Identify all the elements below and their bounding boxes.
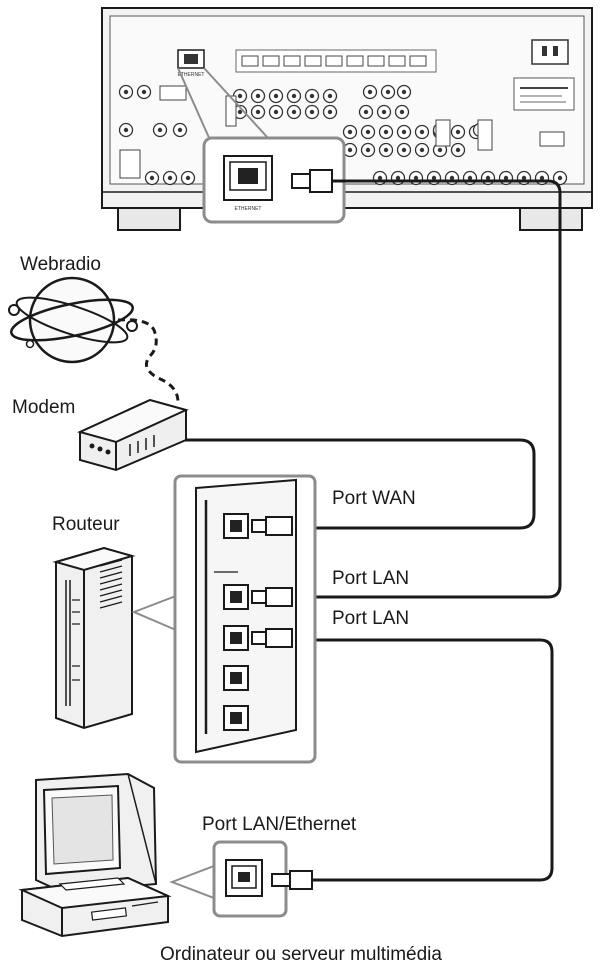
- rca-jack-icon: [144, 170, 160, 186]
- receiver-connector: [159, 85, 187, 101]
- rca-jack-icon: [394, 104, 410, 120]
- rca-jack-icon: [152, 122, 168, 138]
- rca-jack-icon: [180, 170, 196, 186]
- modem-label: Modem: [12, 397, 75, 418]
- rca-jack-icon: [172, 122, 188, 138]
- ethernet-plug-icon: [251, 516, 293, 536]
- warning-label: [513, 77, 575, 111]
- router: [52, 546, 136, 730]
- rca-jack-icon: [462, 170, 478, 186]
- ethernet-plug-icon: [271, 870, 313, 890]
- rca-jack-icon: [286, 88, 302, 104]
- rca-jack-icon: [268, 104, 284, 120]
- globe-icon: [8, 276, 138, 364]
- rca-jack-icon: [534, 170, 550, 186]
- rca-jack-icon: [396, 84, 412, 100]
- rca-jack-icon: [232, 104, 248, 120]
- receiver-foot-left: [117, 207, 181, 231]
- cable-internet-modem: [117, 318, 180, 403]
- rca-jack-icon: [396, 124, 412, 140]
- rca-jack-icon: [360, 142, 376, 158]
- receiver-ethernet-small-label: ETHERNET: [178, 72, 205, 78]
- port-lan-label-1: Port LAN: [332, 568, 409, 589]
- rca-jack-icon: [444, 170, 460, 186]
- rca-jack-icon: [162, 170, 178, 186]
- rca-jack-icon: [232, 88, 248, 104]
- computer: [18, 772, 172, 938]
- computer-callout-pointer: [169, 864, 215, 900]
- rca-jack-icon: [372, 170, 388, 186]
- network-cables: [117, 179, 562, 882]
- router-ports-zoom: [173, 474, 317, 764]
- rca-jack-icon: [378, 124, 394, 140]
- webradio-label: Webradio: [20, 254, 101, 275]
- port-wan-label: Port WAN: [332, 488, 416, 509]
- power-inlet-icon: [531, 39, 569, 65]
- rca-jack-icon: [342, 142, 358, 158]
- av-receiver: ETHERNET ETHERNET: [101, 7, 593, 231]
- rca-jack-icon: [552, 170, 568, 186]
- receiver-connector: [477, 119, 493, 151]
- receiver-ethernet-zoom-label: ETHERNET: [235, 206, 262, 212]
- router-lan-port-icon: [223, 584, 249, 610]
- rca-jack-icon: [362, 84, 378, 100]
- rca-jack-icon: [358, 104, 374, 120]
- rca-jack-icon: [322, 104, 338, 120]
- rca-jack-icon: [360, 124, 376, 140]
- router-lan-port-icon: [223, 625, 249, 651]
- receiver-connector: [119, 149, 141, 179]
- rca-jack-icon: [480, 170, 496, 186]
- modem: [77, 398, 189, 472]
- cable-receiver-router: [292, 179, 562, 599]
- rca-jack-icon: [250, 88, 266, 104]
- receiver-connector: [539, 131, 565, 147]
- rca-jack-icon: [250, 104, 266, 120]
- router-label: Routeur: [52, 514, 120, 535]
- rca-jack-icon: [450, 124, 466, 140]
- rca-jack-icon: [268, 88, 284, 104]
- rca-jack-icon: [516, 170, 532, 186]
- rca-jack-icon: [322, 88, 338, 104]
- computer-port-zoom: [212, 840, 313, 918]
- rca-jack-icon: [414, 124, 430, 140]
- receiver-connector: [435, 119, 451, 147]
- router-wan-port-icon: [223, 513, 249, 539]
- router-lan-port-icon: [223, 705, 249, 731]
- rca-jack-icon: [498, 170, 514, 186]
- rca-jack-icon: [390, 170, 406, 186]
- rca-jack-icon: [376, 104, 392, 120]
- rca-jack-icon: [380, 84, 396, 100]
- rca-jack-icon: [408, 170, 424, 186]
- port-lan-label-2: Port LAN: [332, 608, 409, 629]
- router-callout-pointer: [131, 594, 177, 632]
- rca-jack-icon: [304, 104, 320, 120]
- router-lan-port-icon: [223, 665, 249, 691]
- ethernet-plug-icon: [291, 169, 333, 193]
- rca-jack-icon: [118, 122, 134, 138]
- ethernet-plug-icon: [251, 587, 293, 607]
- rca-jack-icon: [304, 88, 320, 104]
- receiver-foot-right: [519, 207, 583, 231]
- rca-jack-icon: [378, 142, 394, 158]
- port-lan-ethernet-label: Port LAN/Ethernet: [202, 814, 357, 835]
- rca-jack-icon: [136, 84, 152, 100]
- rca-jack-icon: [396, 142, 412, 158]
- rca-jack-icon: [414, 142, 430, 158]
- cable-router-computer: [292, 638, 554, 882]
- rca-jack-icon: [450, 142, 466, 158]
- rca-jack-icon: [342, 124, 358, 140]
- computer-label: Ordinateur ou serveur multimédia: [160, 944, 442, 965]
- rca-jack-icon: [118, 84, 134, 100]
- cable-modem-router: [182, 438, 536, 530]
- rca-jack-icon: [286, 104, 302, 120]
- ethernet-plug-icon: [251, 628, 293, 648]
- receiver-connector: [225, 95, 237, 127]
- rca-jack-icon: [432, 142, 448, 158]
- rca-jack-icon: [426, 170, 442, 186]
